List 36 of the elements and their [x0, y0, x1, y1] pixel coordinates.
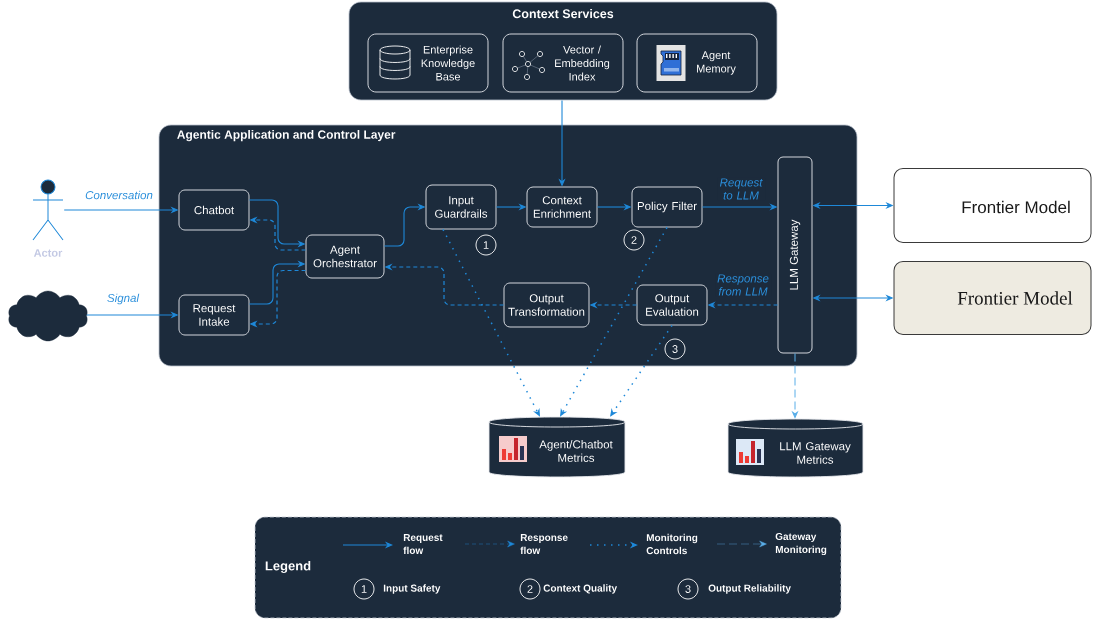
- callout-number: 1: [475, 234, 497, 256]
- legend-title: Legend: [265, 560, 311, 574]
- edge-label: Response from LLM: [715, 273, 771, 297]
- legend-text: Monitoring Controls: [646, 533, 698, 555]
- legend-text: Response flow: [520, 534, 568, 554]
- callout-number: 3: [677, 578, 699, 600]
- edge-label: Request to LLM: [717, 177, 765, 201]
- process-box: Policy Filter: [631, 186, 703, 228]
- process-box: LLM Gateway: [777, 156, 813, 354]
- process-box: Chatbot: [178, 189, 250, 231]
- callout-number: 2: [623, 229, 645, 251]
- process-box: Output Transformation: [503, 282, 590, 328]
- process-box: Agent Orchestrator: [305, 234, 385, 279]
- dashed-arrow: [792, 352, 798, 419]
- callout-number: 2: [519, 578, 541, 600]
- dotted-arrow: [610, 324, 673, 417]
- legend-text: Input Safety: [383, 584, 441, 594]
- service-box: Vector / Embedding Index: [502, 33, 624, 93]
- model-box: Frontier Model: [893, 168, 1092, 243]
- legend-text: Gateway Monitoring: [775, 532, 827, 556]
- legend-text: Context Quality: [543, 584, 618, 594]
- callout-number: 1: [353, 578, 375, 600]
- database-cylinder: LLM Gateway Metrics: [727, 418, 864, 478]
- database-cylinder: Agent/Chatbot Metrics: [488, 416, 626, 478]
- actor-label: Actor: [33, 249, 63, 257]
- cloud-shape: [8, 290, 88, 342]
- process-box: Context Enrichment: [526, 186, 598, 228]
- edge-label: Signal: [106, 292, 140, 306]
- process-box: Request Intake: [178, 294, 250, 336]
- callout-number: 3: [664, 338, 686, 360]
- legend-text: Output Reliability: [708, 584, 791, 594]
- process-box: Output Evaluation: [636, 284, 708, 326]
- edge-label: Conversation: [84, 189, 154, 201]
- model-box: Frontier Model: [893, 261, 1092, 335]
- legend-text: Request flow: [403, 534, 443, 554]
- process-box: Input Guardrails: [425, 184, 497, 230]
